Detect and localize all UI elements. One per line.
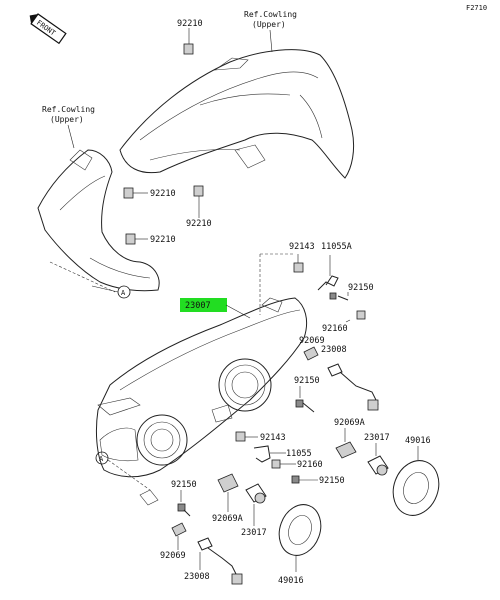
part-92069A-lower: 92069A bbox=[212, 473, 243, 524]
clip-92210-mid: 92210 bbox=[123, 187, 176, 199]
part-label-49016-a: 49016 bbox=[405, 436, 431, 446]
part-92150-lr: 92150 bbox=[291, 475, 345, 486]
front-direction-icon: FRONT bbox=[29, 13, 67, 45]
part-label-92069-b: 92069 bbox=[160, 551, 186, 561]
callout-a-upper: A bbox=[91, 285, 131, 299]
part-label-92150-a: 92150 bbox=[348, 283, 374, 293]
part-label-23017-b: 23017 bbox=[241, 528, 267, 538]
part-label-92150-b: 92150 bbox=[294, 376, 320, 386]
clip-92210-top: 92210 bbox=[177, 19, 203, 55]
callout-a-lower: A bbox=[95, 451, 151, 491]
part-49016-lower: 49016 bbox=[278, 504, 322, 586]
part-92150-mid: 92150 bbox=[294, 376, 320, 413]
part-23008-upper: 23008 bbox=[321, 345, 379, 411]
part-11055-lower: 11055 bbox=[253, 445, 312, 463]
part-label-49016-b: 49016 bbox=[278, 576, 304, 586]
part-label-92210-c: 92210 bbox=[186, 219, 212, 229]
part-label-92143-b: 92143 bbox=[260, 433, 286, 443]
part-11055A: 11055A bbox=[317, 242, 352, 291]
part-label-92069A-b: 92069A bbox=[212, 514, 243, 524]
part-92069-lower: 92069 bbox=[160, 522, 187, 561]
part-92160-lower: 92160 bbox=[271, 459, 323, 470]
part-label-23017-a: 23017 bbox=[364, 433, 390, 443]
part-label-92143-a: 92143 bbox=[289, 242, 315, 252]
part-label-92150-c: 92150 bbox=[319, 476, 345, 486]
part-label-92150-d: 92150 bbox=[171, 480, 197, 490]
ref-cowling-left-line2: (Upper) bbox=[50, 115, 84, 124]
part-label-92210-a: 92210 bbox=[177, 19, 203, 29]
clip-92210-low: 92210 bbox=[125, 233, 176, 245]
part-label-23008-b: 23008 bbox=[184, 572, 210, 582]
part-92160-upper: 92160 bbox=[322, 310, 366, 334]
ref-cowling-top-line2: (Upper) bbox=[252, 20, 286, 29]
part-label-92069-a: 92069 bbox=[299, 336, 325, 346]
upper-cowling-left bbox=[37, 149, 160, 293]
part-label-92160-b: 92160 bbox=[297, 460, 323, 470]
clip-92210-right: 92210 bbox=[186, 185, 212, 229]
part-92150-ll: 92150 bbox=[171, 480, 197, 517]
part-49016-right: 49016 bbox=[392, 436, 440, 516]
part-label-92210-d: 92210 bbox=[150, 235, 176, 245]
ref-cowling-left-line1: Ref.Cowling bbox=[42, 105, 95, 114]
highlight-part-23007[interactable]: 23007 bbox=[180, 298, 251, 319]
part-92143-lower: 92143 bbox=[235, 431, 286, 443]
part-label-23008-a: 23008 bbox=[321, 345, 347, 355]
part-label-92210-b: 92210 bbox=[150, 189, 176, 199]
svg-text:A: A bbox=[121, 289, 126, 297]
part-92150-ur: 92150 bbox=[329, 283, 374, 301]
part-23017-lower: 23017 bbox=[241, 483, 267, 538]
part-92143-top: 92143 bbox=[259, 242, 315, 315]
part-23017-upper: 23017 bbox=[364, 433, 390, 476]
upper-cowling-right bbox=[119, 49, 355, 179]
part-label-11055A: 11055A bbox=[321, 242, 352, 252]
headlight-assembly-23007 bbox=[95, 297, 308, 506]
part-92069A-upper: 92069A bbox=[334, 418, 365, 459]
part-23008-lower: 23008 bbox=[184, 537, 243, 585]
part-label-92160-a: 92160 bbox=[322, 324, 348, 334]
svg-text:A: A bbox=[99, 455, 104, 463]
diagram-code: F2710 bbox=[466, 4, 487, 12]
part-label-11055: 11055 bbox=[286, 449, 312, 459]
part-92069-upper: 92069 bbox=[299, 336, 325, 361]
part-label-23007: 23007 bbox=[185, 301, 211, 311]
part-label-92069A-a: 92069A bbox=[334, 418, 365, 428]
ref-cowling-top-line1: Ref.Cowling bbox=[244, 10, 297, 19]
